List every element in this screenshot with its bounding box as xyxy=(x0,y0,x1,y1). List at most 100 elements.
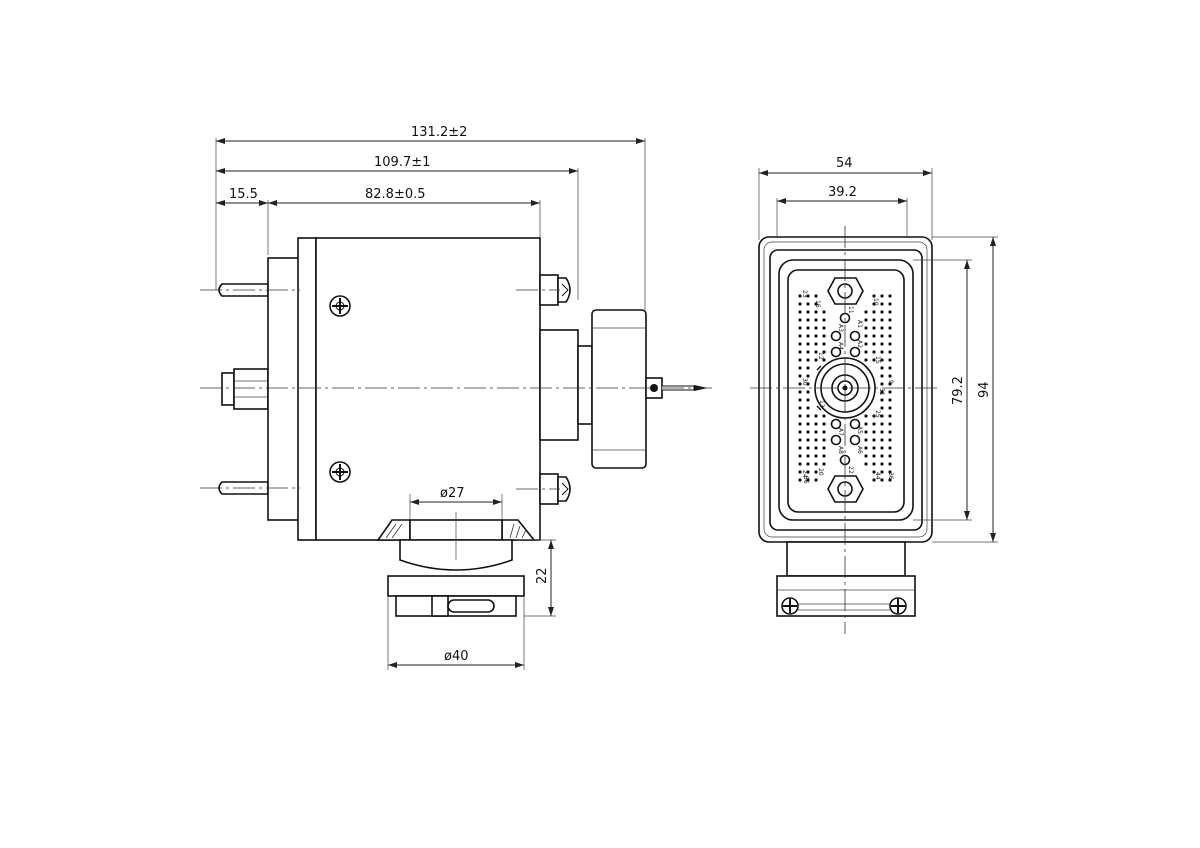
pin-dot xyxy=(806,422,810,426)
pin-dot xyxy=(814,470,818,474)
dim-body-length-label: 109.7±1 xyxy=(374,155,430,170)
pin-dot xyxy=(798,430,802,434)
pin-dot xyxy=(806,406,810,410)
pin-dot xyxy=(880,366,884,370)
pin-dot xyxy=(864,446,868,450)
pin-dot xyxy=(822,358,826,362)
dim-stud-label: 15.5 xyxy=(229,187,258,202)
pin-dot xyxy=(872,446,876,450)
dim-inner-height-label: 79.2 xyxy=(951,376,966,405)
pin-dot xyxy=(814,478,818,482)
insert-screw-top xyxy=(827,277,864,305)
pin-dot xyxy=(872,438,876,442)
pin-dot xyxy=(814,334,818,338)
front-screw-right-icon xyxy=(889,597,907,615)
pin-dot xyxy=(806,390,810,394)
dim-height-overall-label: 94 xyxy=(977,381,992,398)
pin-dot xyxy=(814,438,818,442)
pin-dot xyxy=(798,462,802,466)
pin-dot xyxy=(888,302,892,306)
pin-dot xyxy=(888,414,892,418)
front-screw-left-icon xyxy=(781,597,799,615)
pin-dot xyxy=(880,470,884,474)
pin-label-a3: A3 xyxy=(837,324,844,332)
side-view: 131.2±2 109.7±1 15.5 82.8±0.5 xyxy=(200,125,712,670)
pin-dot xyxy=(880,446,884,450)
pin-labels: 23 16 10 11 A1 A2 A3 A4 12 15 30 31 9 13… xyxy=(801,290,894,484)
dim-overall-label: 131.2±2 xyxy=(411,125,467,140)
dim-bore-label: ø27 xyxy=(440,486,465,501)
dim-height-overall: 94 xyxy=(977,237,996,542)
pin-label-44: 44 xyxy=(874,472,881,480)
pin-dot xyxy=(814,294,818,298)
pin-dot xyxy=(798,478,802,482)
pin-dot xyxy=(822,454,826,458)
dim-flange-label: ø40 xyxy=(444,649,469,664)
pin-dot xyxy=(888,310,892,314)
hub-collar xyxy=(577,345,593,425)
pin-dot xyxy=(888,462,892,466)
pin-dot xyxy=(872,478,876,482)
pin-dot xyxy=(872,462,876,466)
pin-label-a7: A7 xyxy=(837,428,844,436)
hex-nut-left xyxy=(221,368,269,410)
pin-dot xyxy=(822,342,826,346)
pin-dot xyxy=(880,462,884,466)
insert-screw-bottom xyxy=(827,475,864,503)
pin-dot xyxy=(872,414,876,418)
pin-label-15: 15 xyxy=(874,356,881,364)
pin-dot xyxy=(806,318,810,322)
pin-label-a6: A6 xyxy=(856,446,863,454)
pin-dot xyxy=(880,478,884,482)
pin-dot xyxy=(814,342,818,346)
pin-label-a4: A4 xyxy=(837,342,844,350)
pin-dot xyxy=(806,326,810,330)
pin-dot xyxy=(864,430,868,434)
pin-dot xyxy=(814,414,818,418)
pin-dot xyxy=(814,454,818,458)
dim-height-label: 22 xyxy=(535,567,550,584)
dim-flange: ø40 xyxy=(387,596,525,670)
pin-dot xyxy=(806,398,810,402)
pin-dot xyxy=(806,374,810,378)
pin-dot xyxy=(880,358,884,362)
pin-label-a8: A8 xyxy=(837,446,844,454)
pin-dot xyxy=(880,318,884,322)
dim-overall: 131.2±2 xyxy=(216,125,645,144)
pin-dot xyxy=(864,422,868,426)
pin-dot xyxy=(822,334,826,338)
dim-inner-height: 79.2 xyxy=(951,260,970,520)
pin-label-13: 13 xyxy=(818,400,825,408)
side-screw-bottom xyxy=(539,473,571,505)
pin-dot xyxy=(798,318,802,322)
pin-dot xyxy=(814,318,818,322)
pin-dot xyxy=(864,350,868,354)
pin-dot xyxy=(814,422,818,426)
pin-dot xyxy=(822,446,826,450)
pin-dot xyxy=(806,462,810,466)
pin-dot xyxy=(806,446,810,450)
pin-dot xyxy=(814,462,818,466)
pin-dot xyxy=(888,326,892,330)
pin-dot xyxy=(880,414,884,418)
pin-dot xyxy=(822,430,826,434)
pin-dot xyxy=(798,470,802,474)
pin-dot xyxy=(888,422,892,426)
pin-dot xyxy=(888,382,892,386)
pin-label-22: 22 xyxy=(847,466,854,474)
hub-body xyxy=(539,329,579,441)
pin-dot xyxy=(888,398,892,402)
pin-dot xyxy=(888,438,892,442)
pin-dot xyxy=(806,358,810,362)
pin-dot xyxy=(888,478,892,482)
pin-dot xyxy=(798,366,802,370)
pin-dot xyxy=(880,326,884,330)
pin-dot xyxy=(888,318,892,322)
pin-dot xyxy=(814,446,818,450)
pin-dot xyxy=(814,430,818,434)
pin-dot xyxy=(888,390,892,394)
pin-dot xyxy=(806,350,810,354)
pin-dot xyxy=(814,310,818,314)
dim-height: 22 xyxy=(516,539,556,617)
